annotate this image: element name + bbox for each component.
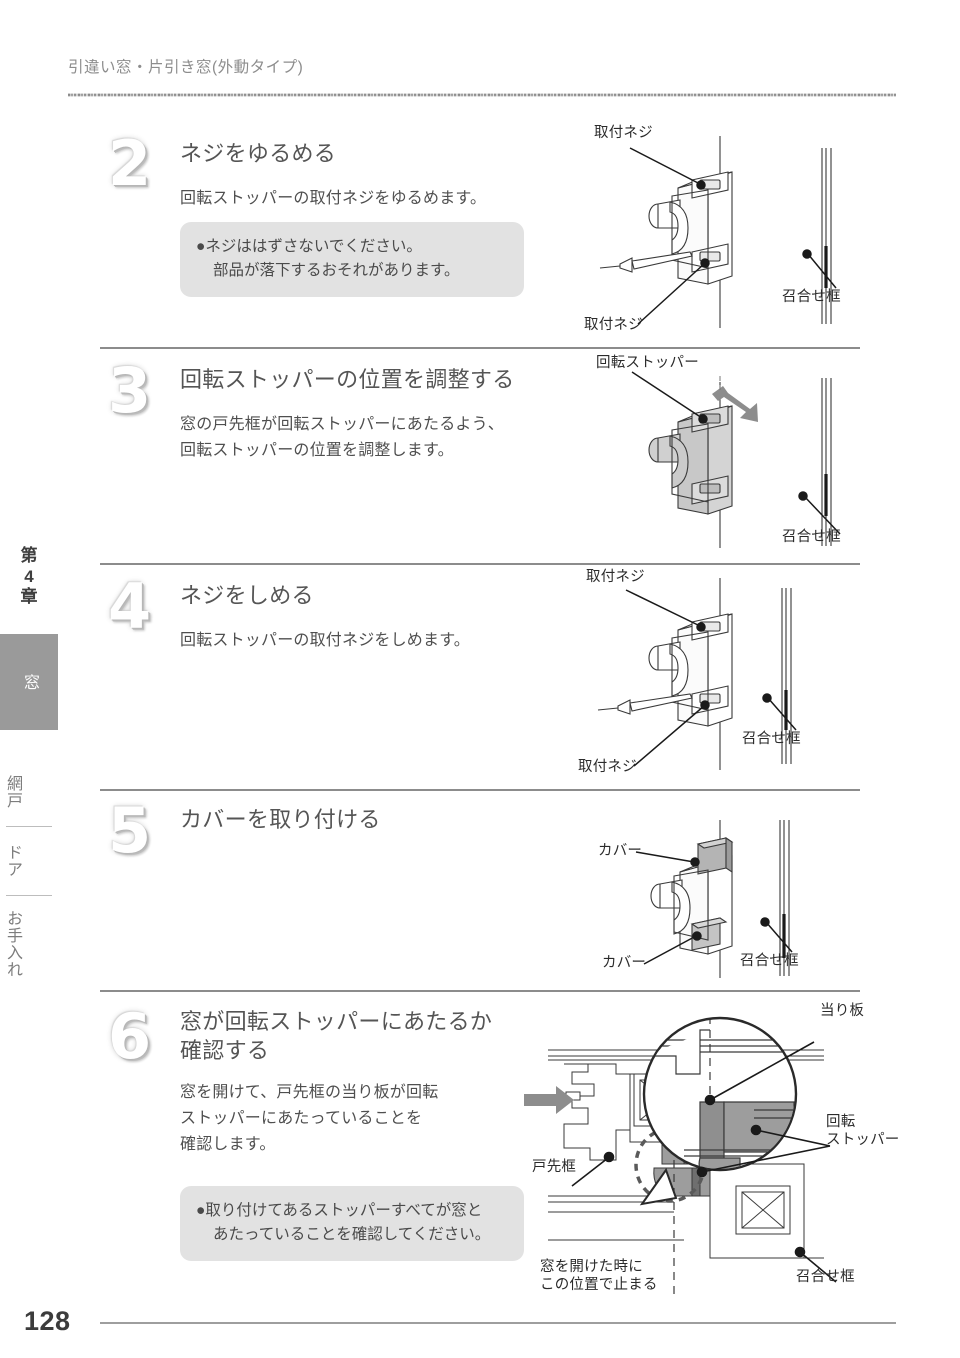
step-6-body-line3: 確認します。	[180, 1135, 276, 1153]
step-4-figure: 取付ネジ 取付ネジ 召合せ框	[570, 569, 900, 782]
sidebar-tab-otetsuire[interactable]: お手入れ	[0, 896, 24, 992]
chapter-label-number: 4	[24, 566, 34, 586]
step-6-label-stop-note: 窓を開けた時に この位置で止まる	[540, 1258, 658, 1294]
step-6-callout: ●取り付けてあるストッパーすべてが窓と あたっていることを確認してください。	[180, 1186, 524, 1262]
step-5-label-cover-bottom: カバー	[602, 955, 647, 971]
step-3-body: 窓の戸先框が回転ストッパーにあたるよう、 回転ストッパーの位置を調整します。	[180, 412, 504, 464]
step-2-body: 回転ストッパーの取付ネジをゆるめます。	[180, 190, 487, 207]
sidebar-tab-otetsuire-label: お手入れ	[4, 910, 21, 979]
step-5-label-cover-top: カバー	[598, 843, 643, 859]
step-6-label-rotation-stopper-line1: 回転	[826, 1114, 856, 1130]
step-3-figure: 回転ストッパー 召合せ框	[560, 355, 900, 556]
step-2-title: ネジをゆるめる	[180, 141, 337, 166]
step-divider-3-4	[100, 563, 860, 565]
step-2-callout-line2: 部品が落下するおそれがあります。	[213, 262, 460, 280]
step-6-body: 窓を開けて、戸先框の当り板が回転 ストッパーにあたっていることを 確認します。	[180, 1080, 438, 1158]
step-6-title-line2: 確認する	[180, 1037, 270, 1063]
sidebar-tab-mado[interactable]: 窓	[0, 634, 58, 731]
step-6-label-rotation-stopper-line2: ストッパー	[826, 1132, 900, 1149]
step-6-title: 窓が回転ストッパーにあたるか 確認する	[180, 1008, 492, 1065]
step-3-body-line1: 窓の戸先框が回転ストッパーにあたるよう、	[180, 416, 505, 433]
step-3-body-line2: 回転ストッパーの位置を調整します。	[180, 441, 454, 459]
open-direction-arrow	[524, 1086, 574, 1114]
step-6-body-line1: 窓を開けて、戸先框の当り板が回転	[180, 1084, 439, 1101]
sidebar-tab-amido-label: 網戸	[4, 775, 21, 810]
step-6-label-rotation-stopper: 回転 ストッパー	[826, 1113, 900, 1149]
step-5-figure: カバー カバー 召合せ框	[580, 820, 900, 995]
step-3-title: 回転ストッパーの位置を調整する	[180, 367, 515, 392]
header-divider-rule	[68, 93, 896, 97]
chapter-label: 第 4 章	[0, 540, 58, 608]
step-6-callout-line1: ●取り付けてあるストッパーすべてが窓と	[196, 1202, 483, 1219]
step-6-body-line2: ストッパーにあたっていることを	[180, 1109, 423, 1127]
step-4-number: 4	[108, 570, 152, 643]
step-2-number: 2	[108, 127, 152, 200]
step-6-figure: 当り板 回転 ストッパー 戸先框 召合せ框 窓を開けた時に この位置で止まる	[524, 1000, 900, 1300]
step-5-number: 5	[108, 794, 152, 867]
step-4-label-screw-top: 取付ネジ	[586, 569, 645, 585]
step-divider-2-3	[100, 347, 860, 349]
step-6-callout-line2: あたっていることを確認してください。	[213, 1226, 491, 1244]
sidebar-tab-mado-label: 窓	[21, 674, 38, 691]
page-number: 128	[24, 1306, 71, 1336]
step-2-callout: ●ネジははずさないでください。 部品が落下するおそれがあります。	[180, 222, 524, 298]
step-5-label-meeting-stile: 召合せ框	[740, 953, 799, 969]
chapter-label-line1: 第	[20, 546, 38, 565]
step-4-label-meeting-stile: 召合せ框	[742, 731, 801, 747]
step-divider-5-6	[100, 990, 860, 992]
step-2-label-screw-bottom: 取付ネジ	[584, 317, 643, 333]
step-5-illustration	[635, 820, 793, 978]
footer-divider-rule	[100, 1322, 896, 1324]
adjust-arrow	[712, 386, 758, 422]
page-header-title: 引違い窓・片引き窓(外動タイプ)	[68, 59, 304, 76]
sidebar: 第 4 章 窓 網戸 ドア お手入れ	[0, 540, 58, 992]
step-6-title-line1: 窓が回転ストッパーにあたるか	[180, 1009, 493, 1034]
sidebar-divider-2	[6, 895, 52, 897]
step-2-illustration	[599, 136, 837, 328]
step-4-label-screw-bottom: 取付ネジ	[578, 759, 637, 775]
step-2-callout-line1: ●ネジははずさないでください。	[196, 238, 422, 255]
step-divider-4-5	[100, 789, 860, 791]
step-5-title: カバーを取り付ける	[180, 807, 381, 832]
step-2-label-meeting-stile: 召合せ框	[782, 289, 841, 305]
step-4-illustration	[597, 578, 797, 770]
sidebar-divider-1	[6, 826, 52, 828]
step-2-label-screw-top: 取付ネジ	[594, 125, 653, 141]
sidebar-tab-door-label: ドア	[4, 844, 21, 879]
chapter-label-line3: 章	[20, 587, 38, 607]
step-4-body: 回転ストッパーの取付ネジをしめます。	[180, 632, 471, 649]
step-6-label-stop-note-line1: 窓を開けた時に	[540, 1259, 643, 1275]
sidebar-tab-door[interactable]: ドア	[0, 827, 24, 895]
step-6-number: 6	[108, 1000, 152, 1073]
step-6-illustration	[524, 1016, 837, 1296]
step-6-label-strike-plate: 当り板	[820, 1003, 865, 1019]
step-6-label-stop-note-line2: この位置で止まる	[540, 1277, 658, 1294]
step-3-number: 3	[108, 354, 152, 427]
step-2-figure: 取付ネジ 取付ネジ 召合せ框	[560, 125, 900, 338]
step-6-label-leading-stile: 戸先框	[532, 1159, 577, 1175]
step-6-label-meeting-stile: 召合せ框	[796, 1269, 855, 1285]
step-3-label-meeting-stile: 召合せ框	[782, 529, 841, 545]
sidebar-tab-amido[interactable]: 網戸	[0, 758, 24, 826]
step-3-illustration	[631, 371, 841, 548]
step-3-label-rotation-stopper: 回転ストッパー	[596, 355, 699, 371]
step-4-title: ネジをしめる	[180, 583, 314, 608]
